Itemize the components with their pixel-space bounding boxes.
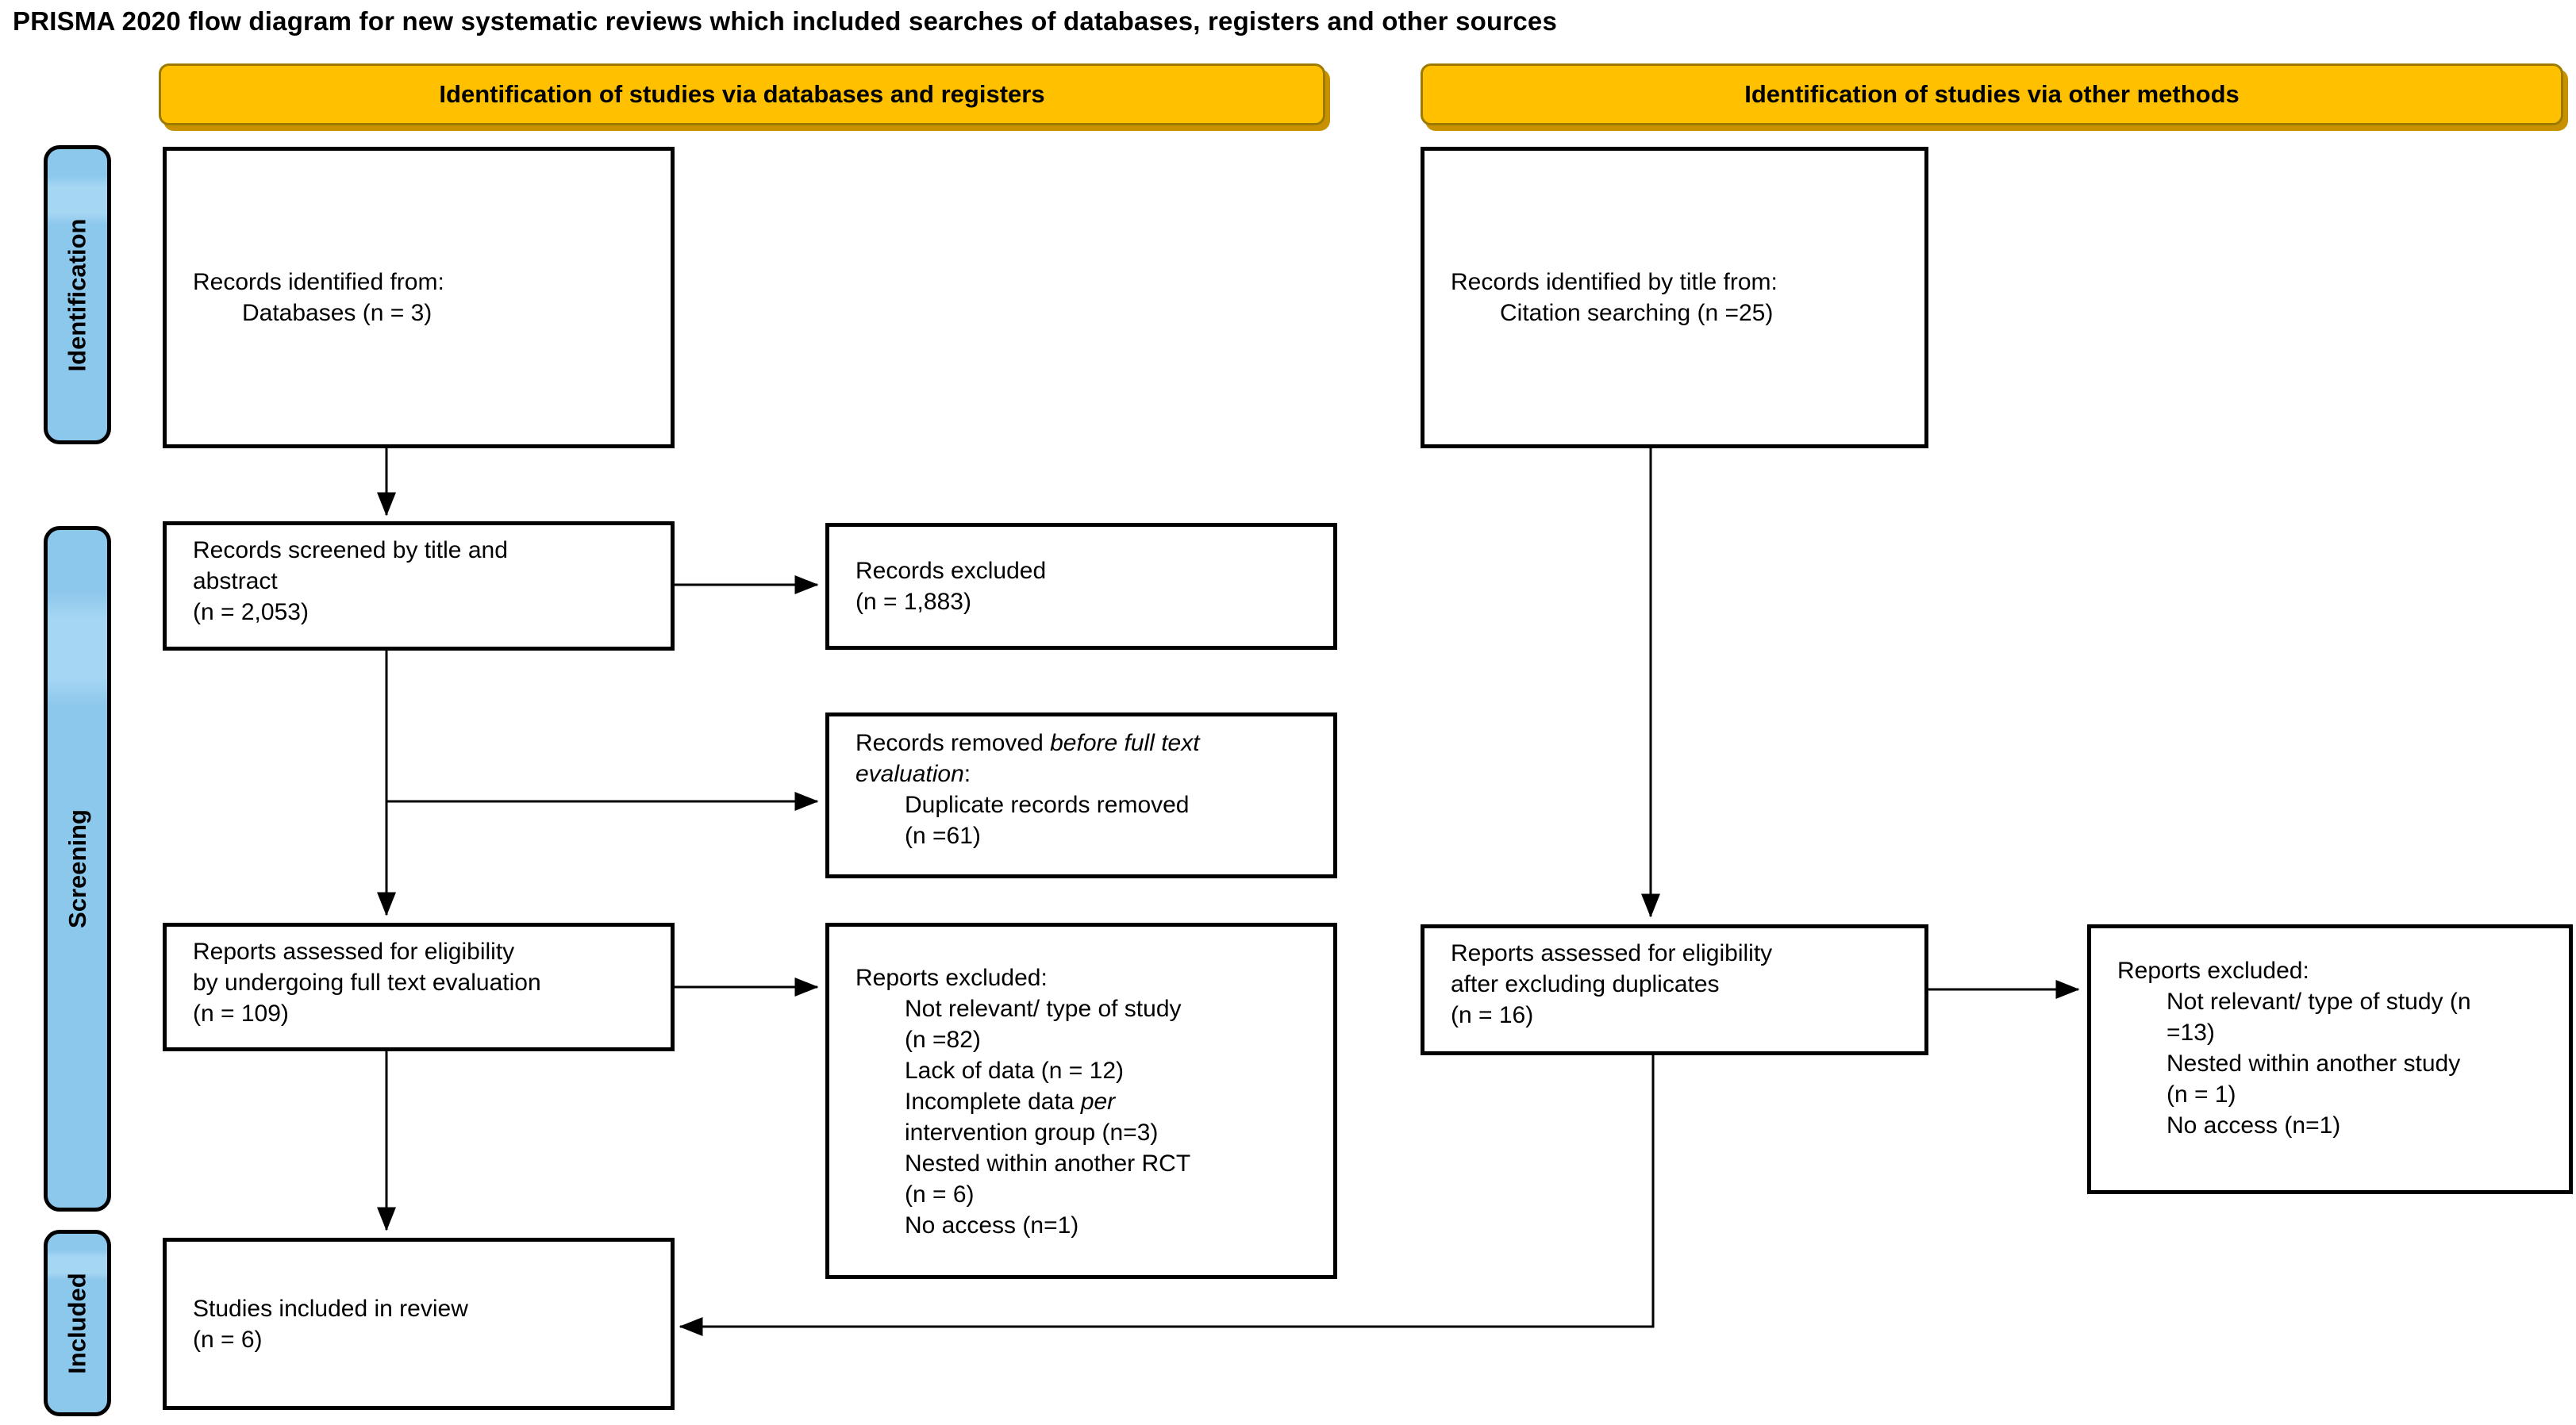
text-segment: (n = 109) [193,1001,289,1027]
text-line: Incomplete data per [829,1086,1333,1117]
text-line: Citation searching (n =25) [1424,298,1924,328]
text-segment: abstract [193,568,278,594]
text-segment: Databases (n = 3) [242,300,433,326]
text-segment: Studies included in review [193,1295,468,1322]
text-line: Nested within another study [2091,1048,2569,1079]
italic-text-segment: per [1080,1089,1116,1115]
text-segment: by undergoing full text evaluation [193,970,541,996]
text-line: (n = 6) [167,1324,671,1355]
text-segment: Records identified by title from: [1451,269,1778,295]
text-line: Records identified from: [167,267,671,298]
stage-bar-identification: Identification [44,145,111,444]
text-segment: (n = 2,053) [193,599,309,625]
text-line: by undergoing full text evaluation [167,967,671,998]
reports-assessed-duplicates-box: Reports assessed for eligibility after ex… [1421,924,1928,1055]
text-line: abstract [167,566,671,597]
records-screened-box: Records screened by title and abstract (n … [163,521,675,651]
stage-bar-screening: Screening [44,526,111,1212]
text-line: (n =82) [829,1024,1333,1055]
text-segment: (n = 16) [1451,1002,1534,1028]
text-segment: Duplicate records removed [905,792,1190,818]
text-segment: Incomplete data [905,1089,1081,1115]
text-segment: (n = 1,883) [855,589,971,615]
text-segment: Records removed [855,730,1051,756]
text-segment: Records identified from: [193,269,444,295]
text-segment: =13) [2167,1020,2215,1046]
text-line: (n = 1) [2091,1079,2569,1110]
text-segment: Records screened by title and [193,537,508,563]
reports-excluded-databases-box: Reports excluded: Not relevant/ type of s… [825,923,1337,1279]
text-line: Reports excluded: [2091,955,2569,986]
text-segment: No access (n=1) [905,1212,1079,1239]
text-segment: Not relevant/ type of study [905,996,1182,1022]
text-line: Studies included in review [167,1293,671,1324]
text-segment: Nested within another study [2167,1051,2461,1077]
text-line: (n =61) [829,820,1333,851]
text-segment: Reports assessed for eligibility [1451,940,1773,966]
text-line: evaluation: [829,759,1333,789]
text-segment: after excluding duplicates [1451,971,1720,997]
text-line: (n = 16) [1424,1000,1924,1031]
stage-label-included: Included [63,1272,91,1374]
text-line: Lack of data (n = 12) [829,1055,1333,1086]
text-line: Reports excluded: [829,962,1333,993]
text-line: Not relevant/ type of study [829,993,1333,1024]
records-identified-databases-box: Records identified from: Databases (n = 3… [163,147,675,448]
text-line: Records identified by title from: [1424,267,1924,298]
text-segment: Records excluded [855,558,1047,584]
text-segment: (n = 1) [2167,1081,2236,1108]
text-line: Not relevant/ type of study (n [2091,986,2569,1017]
text-segment: (n =61) [905,823,981,849]
text-line: (n = 1,883) [829,586,1333,617]
text-segment: (n = 6) [193,1326,263,1353]
text-line: Nested within another RCT [829,1148,1333,1179]
text-segment: Reports excluded: [855,965,1048,991]
text-line: Records excluded [829,555,1333,586]
text-line: (n = 2,053) [167,597,671,628]
reports-excluded-other-box: Reports excluded: Not relevant/ type of s… [2087,924,2573,1194]
text-segment: Lack of data (n = 12) [905,1058,1125,1084]
text-line: (n = 109) [167,998,671,1029]
reports-assessed-fulltext-box: Reports assessed for eligibility by under… [163,923,675,1051]
text-line: Reports assessed for eligibility [167,936,671,967]
text-segment: Nested within another RCT [905,1150,1191,1177]
text-line: Databases (n = 3) [167,298,671,328]
text-segment: (n =82) [905,1027,981,1053]
records-identified-title-box: Records identified by title from: Citatio… [1421,147,1928,448]
text-segment: Citation searching (n =25) [1500,300,1774,326]
text-line: Records removed before full text [829,728,1333,759]
stage-label-identification: Identification [63,218,91,371]
text-segment: (n = 6) [905,1181,975,1208]
text-line: intervention group (n=3) [829,1117,1333,1148]
text-segment: Not relevant/ type of study (n [2167,989,2471,1015]
italic-text-segment: evaluation [855,761,964,787]
banner-databases-registers: Identification of studies via databases … [159,63,1325,125]
text-line: (n = 6) [829,1179,1333,1210]
text-line: Records screened by title and [167,535,671,566]
stage-bar-included: Included [44,1230,111,1416]
text-line: No access (n=1) [2091,1110,2569,1141]
text-segment: No access (n=1) [2167,1112,2341,1139]
banner-other-methods: Identification of studies via other meth… [1421,63,2563,125]
records-excluded-box: Records excluded (n = 1,883) [825,523,1337,650]
text-line: Reports assessed for eligibility [1424,938,1924,969]
page-title: PRISMA 2020 flow diagram for new systema… [13,6,1558,36]
text-line: Duplicate records removed [829,789,1333,820]
text-segment: intervention group (n=3) [905,1120,1159,1146]
text-line: after excluding duplicates [1424,969,1924,1000]
text-segment: Reports excluded: [2117,958,2309,984]
text-line: No access (n=1) [829,1210,1333,1241]
italic-text-segment: before full text [1050,730,1200,756]
text-line: =13) [2091,1017,2569,1048]
text-segment: : [963,761,971,787]
stage-label-screening: Screening [63,809,91,928]
studies-included-box: Studies included in review (n = 6) [163,1238,675,1410]
text-segment: Reports assessed for eligibility [193,939,515,965]
